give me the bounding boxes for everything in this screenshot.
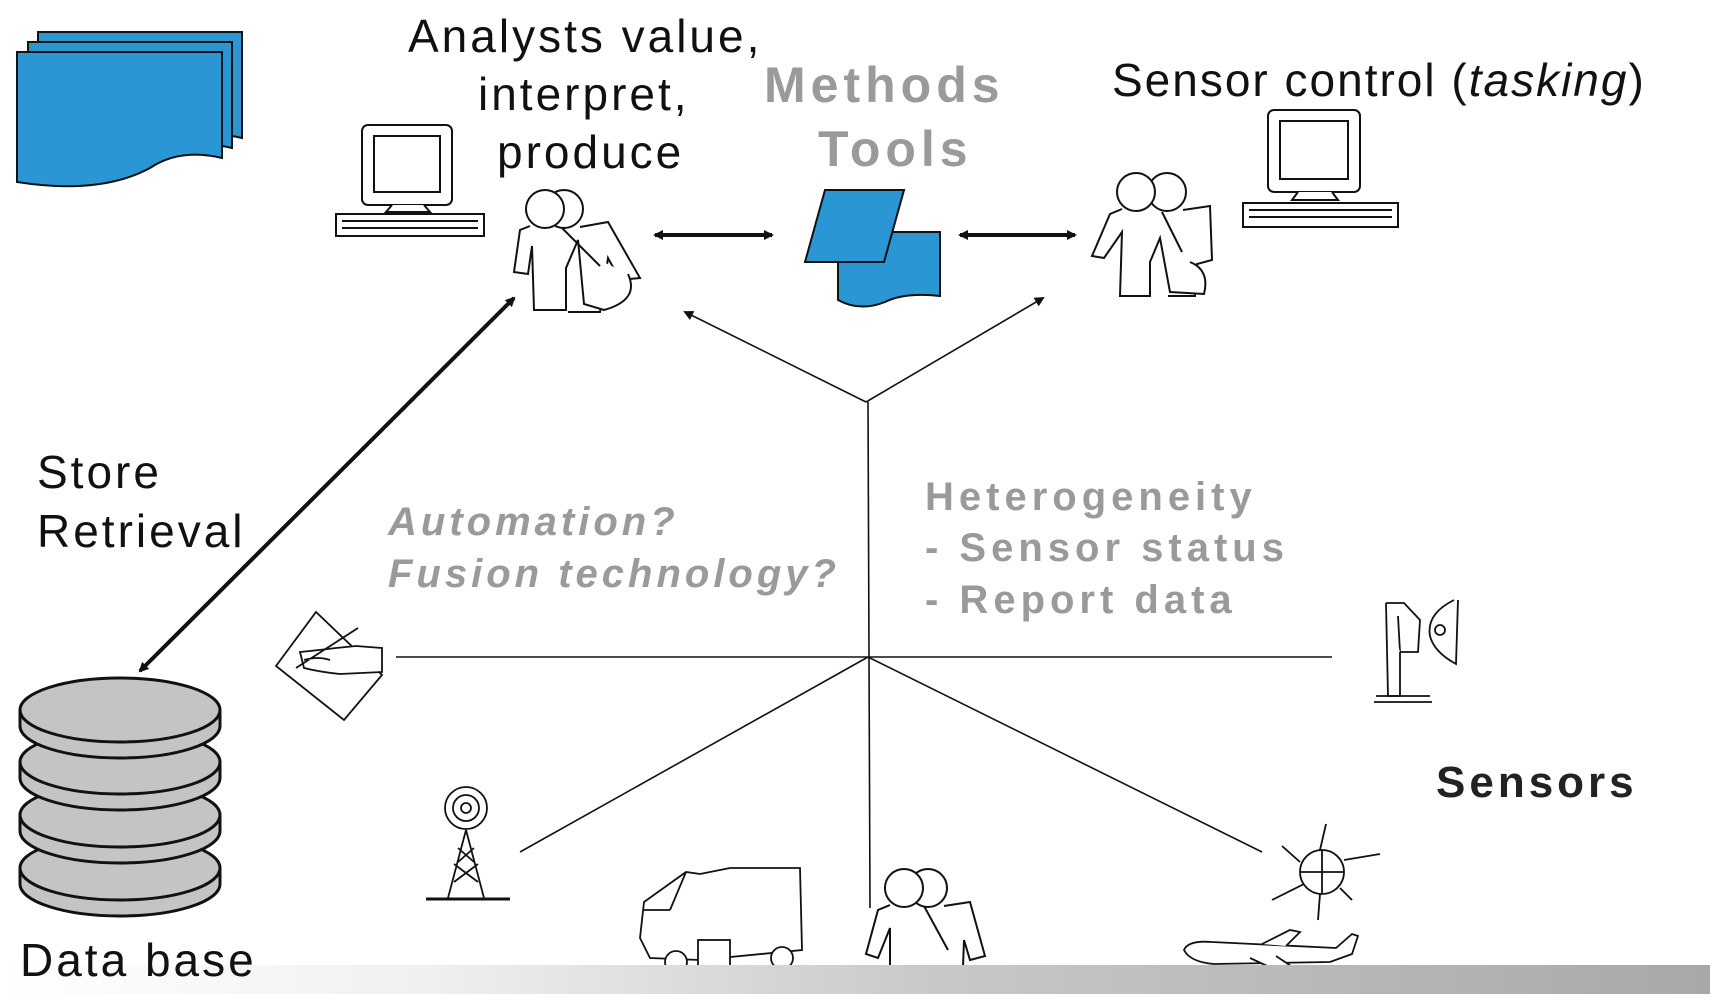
methods-tools-icon — [803, 189, 941, 308]
sensors-label: Sensors — [1436, 758, 1638, 807]
field-people-icon — [864, 868, 987, 994]
retrieval-label: Retrieval — [37, 505, 246, 557]
analysts-people-icon — [512, 189, 642, 313]
hub-connectors — [396, 296, 1332, 909]
footer-gradient-bar — [0, 965, 1710, 994]
analysts-label-line3: produce — [497, 126, 685, 178]
methods-label: Methods — [764, 57, 1005, 113]
database-icon — [18, 676, 222, 918]
radar-dish-icon — [1374, 599, 1459, 703]
fusion-technology-label: Fusion technology? — [388, 552, 840, 596]
database-label: Data base — [20, 934, 257, 986]
heterogeneity-item-report-data: - Report data — [925, 578, 1237, 622]
analysts-label-line1: Analysts value, — [408, 10, 763, 62]
satellite-icon — [1271, 823, 1381, 921]
radio-tower-icon — [426, 786, 510, 901]
van-icon — [639, 867, 803, 974]
writing-hand-icon — [274, 610, 384, 722]
computer-right-icon — [1242, 109, 1399, 228]
tools-label: Tools — [818, 121, 973, 177]
documents-icon — [16, 31, 243, 188]
sensor-control-label: Sensor control (tasking) — [1112, 54, 1646, 106]
heterogeneity-title: Heterogeneity — [925, 475, 1257, 519]
controllers-people-icon — [1090, 172, 1214, 297]
store-retrieval-arrow — [138, 296, 516, 673]
computer-left-icon — [335, 124, 485, 237]
store-label: Store — [37, 446, 162, 498]
heterogeneity-item-sensor-status: - Sensor status — [925, 526, 1289, 570]
automation-label: Automation? — [388, 500, 679, 544]
analysts-label-line2: interpret, — [478, 68, 690, 120]
